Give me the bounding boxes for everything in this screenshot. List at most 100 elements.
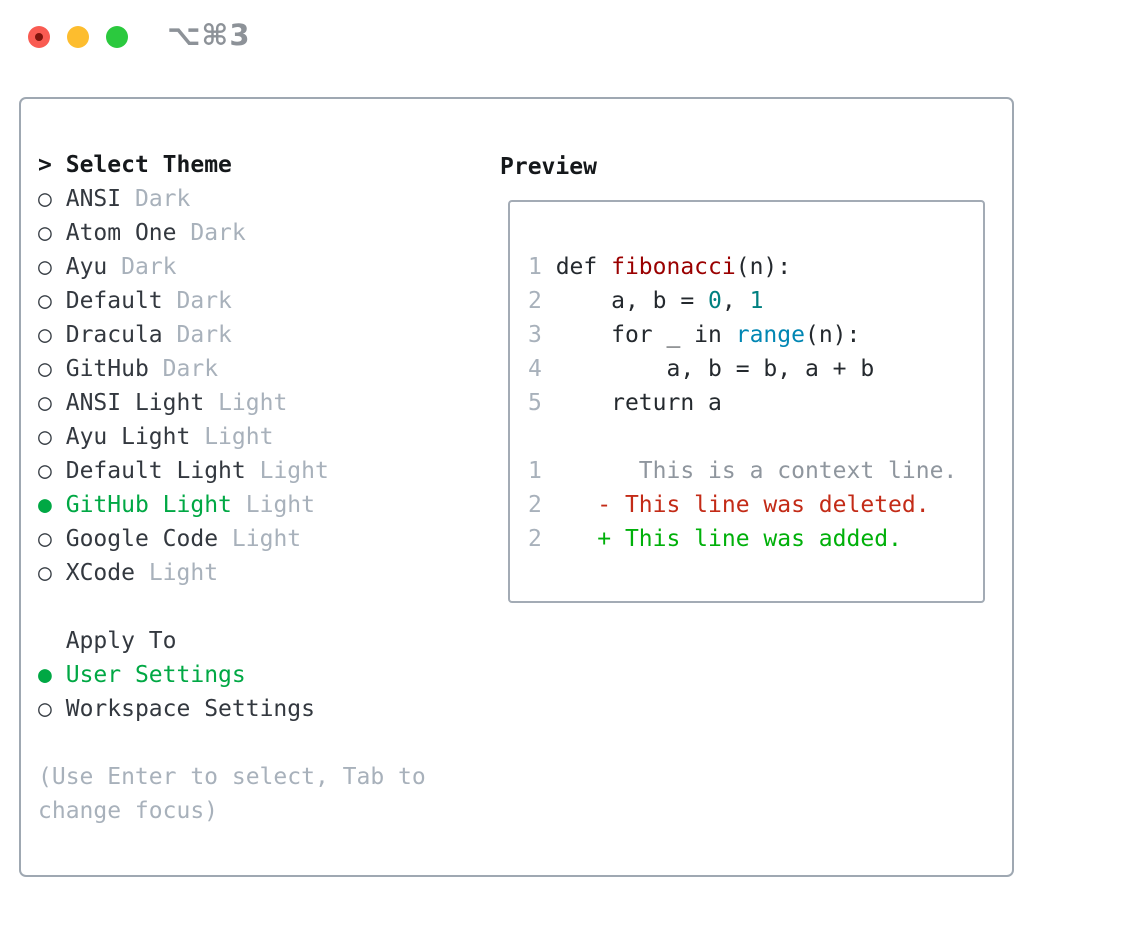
diff-added-line: + This line was added.: [555, 526, 902, 552]
code-line: 2 + This line was added.: [528, 522, 983, 556]
theme-label: Atom One: [65, 220, 177, 246]
theme-label: Default Light: [65, 458, 246, 484]
theme-label: ANSI Light: [65, 390, 205, 416]
code-line: 5 return a: [528, 386, 983, 420]
zoom-button[interactable]: [106, 26, 128, 48]
theme-option-xcode[interactable]: ○ XCode Light: [38, 556, 426, 590]
apply-option-workspace-settings[interactable]: ○ Workspace Settings: [38, 692, 426, 726]
code-text: a, b =: [555, 288, 709, 314]
theme-variant: Light: [245, 492, 315, 518]
apply-label: Workspace Settings: [65, 696, 315, 722]
theme-variant: Light: [218, 390, 288, 416]
code-text: a, b = b, a + b: [555, 356, 875, 382]
hint-text: change focus): [38, 798, 219, 824]
theme-option-ansi[interactable]: ○ ANSI Dark: [38, 182, 426, 216]
keyword: def: [555, 254, 612, 280]
select-theme-header: > Select Theme: [38, 148, 426, 182]
line-number: 2: [528, 288, 556, 314]
radio-icon: ○: [38, 424, 52, 450]
theme-variant: Light: [204, 424, 274, 450]
apply-to-title: Apply To: [65, 628, 177, 654]
apply-to-header: Apply To: [38, 624, 426, 658]
diff-deleted-line: - This line was deleted.: [555, 492, 930, 518]
close-button[interactable]: [28, 26, 50, 48]
diff-context-line: This is a context line.: [555, 458, 958, 484]
theme-option-atom-one[interactable]: ○ Atom One Dark: [38, 216, 426, 250]
theme-label: GitHub Light: [65, 492, 232, 518]
code-line: 3 for _ in range(n):: [528, 318, 983, 352]
theme-label: XCode: [65, 560, 135, 586]
radio-selected-icon: ●: [38, 662, 52, 688]
theme-option-github[interactable]: ○ GitHub Dark: [38, 352, 426, 386]
theme-option-ansi-light[interactable]: ○ ANSI Light Light: [38, 386, 426, 420]
code-line: 1 def fibonacci(n):: [528, 250, 983, 284]
code-text: ,: [721, 288, 750, 314]
theme-option-dracula[interactable]: ○ Dracula Dark: [38, 318, 426, 352]
theme-variant: Dark: [121, 254, 177, 280]
code-line: 4 a, b = b, a + b: [528, 352, 983, 386]
radio-icon: ○: [38, 288, 52, 314]
theme-variant: Light: [231, 526, 302, 552]
radio-icon: ○: [38, 186, 52, 212]
code-line: 2 - This line was deleted.: [528, 488, 983, 522]
line-number: 4: [528, 356, 556, 382]
radio-icon: ○: [38, 220, 52, 246]
theme-variant: Dark: [176, 322, 232, 348]
theme-variant: Dark: [190, 220, 246, 246]
code-text: for _ in: [555, 322, 736, 348]
theme-option-github-light[interactable]: ● GitHub Light Light: [38, 488, 426, 522]
prompt-icon: >: [38, 152, 52, 178]
code-line: 2 a, b = 0, 1: [528, 284, 983, 318]
theme-variant: Dark: [162, 356, 219, 382]
theme-option-ayu[interactable]: ○ Ayu Dark: [38, 250, 426, 284]
code-text: (n):: [804, 322, 861, 348]
radio-icon: ○: [38, 254, 52, 280]
line-number: 1: [528, 458, 556, 484]
radio-icon: ○: [38, 526, 52, 552]
theme-label: Ayu Light: [65, 424, 191, 450]
theme-variant: Dark: [134, 186, 191, 212]
theme-option-google-code[interactable]: ○ Google Code Light: [38, 522, 426, 556]
theme-menu: > Select Theme○ ANSI Dark○ Atom One Dark…: [38, 148, 426, 828]
radio-icon: ○: [38, 322, 52, 348]
number-literal: 1: [749, 288, 764, 314]
theme-label: Dracula: [65, 322, 163, 348]
radio-icon: ○: [38, 696, 52, 722]
radio-icon: ○: [38, 356, 52, 382]
theme-option-default[interactable]: ○ Default Dark: [38, 284, 426, 318]
line-number: 5: [528, 390, 556, 416]
number-literal: 0: [708, 288, 722, 314]
theme-variant: Dark: [176, 288, 232, 314]
theme-label: ANSI: [65, 186, 122, 212]
theme-label: GitHub: [65, 356, 149, 382]
code-text: (n):: [735, 254, 792, 280]
function-name: fibonacci: [611, 254, 736, 280]
titlebar: ⌥⌘3: [0, 0, 1140, 96]
select-theme-title: Select Theme: [65, 152, 232, 178]
builtin-name: range: [735, 322, 805, 348]
apply-option-user-settings[interactable]: ● User Settings: [38, 658, 426, 692]
line-number: 2: [528, 526, 556, 552]
hint-text: (Use Enter to select, Tab to: [38, 764, 426, 790]
radio-icon: ○: [38, 390, 52, 416]
code-line: 1 This is a context line.: [528, 454, 983, 488]
theme-variant: Light: [148, 560, 219, 586]
radio-icon: ○: [38, 560, 52, 586]
apply-label: User Settings: [65, 662, 246, 688]
window-title-shortcut: ⌥⌘3: [167, 18, 251, 52]
theme-label: Google Code: [65, 526, 219, 552]
theme-option-default-light[interactable]: ○ Default Light Light: [38, 454, 426, 488]
radio-selected-icon: ●: [38, 492, 52, 518]
theme-label: Default: [65, 288, 163, 314]
minimize-button[interactable]: [67, 26, 89, 48]
line-number: 3: [528, 322, 556, 348]
line-number: 2: [528, 492, 556, 518]
theme-option-ayu-light[interactable]: ○ Ayu Light Light: [38, 420, 426, 454]
code-line: [528, 420, 983, 454]
theme-label: Ayu: [65, 254, 108, 280]
code-text: return a: [555, 390, 722, 416]
radio-icon: ○: [38, 458, 52, 484]
